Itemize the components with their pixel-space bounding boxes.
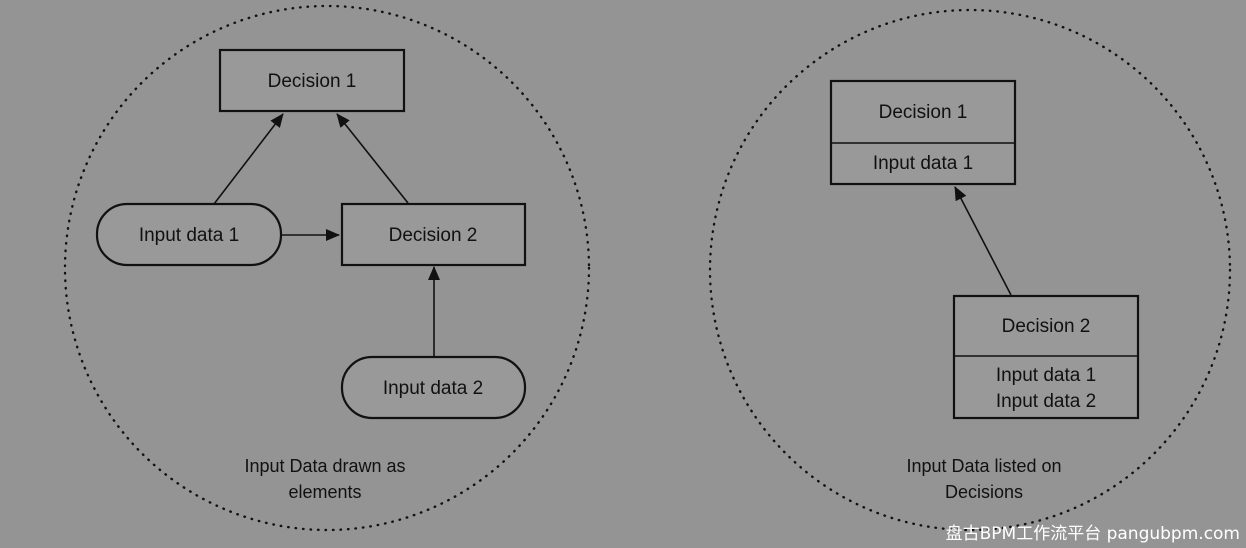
input-data-1-shape xyxy=(95,202,283,267)
edge-decision2-to-decision1-right xyxy=(954,186,1012,296)
watermark-text: 盘古BPM工作流平台 pangubpm.com xyxy=(945,524,1240,544)
decision-2-list-box xyxy=(952,294,1140,420)
decision-2-box xyxy=(340,202,527,267)
decision-2-input-item-1: Input data 1 xyxy=(996,365,1096,386)
decision-1-label: Decision 1 xyxy=(268,71,357,92)
decision-1-list-node[interactable]: Decision 1 Input data 1 xyxy=(829,79,1017,186)
right-dotted-region xyxy=(708,8,1232,532)
input-data-2-node[interactable]: Input data 2 xyxy=(340,355,527,420)
right-caption-line-2: Decisions xyxy=(945,482,1023,502)
input-data-2-shape xyxy=(340,355,527,420)
decision-1-input-item: Input data 1 xyxy=(873,153,973,174)
left-panel: Decision 1 Input data 1 Decision 2 Input… xyxy=(63,4,591,532)
decision-2-list-node[interactable]: Decision 2 Input data 1 Input data 2 xyxy=(952,294,1140,420)
decision-1-box xyxy=(218,48,406,113)
input-data-1-label: Input data 1 xyxy=(139,225,239,246)
left-caption-line-2: elements xyxy=(288,482,361,502)
left-dotted-region xyxy=(63,4,591,532)
right-panel: Decision 1 Input data 1 Decision 2 Input… xyxy=(708,8,1232,532)
decision-1-list-box xyxy=(829,79,1017,186)
left-caption-line-1: Input Data drawn as xyxy=(244,456,405,476)
edge-decision2-to-decision1 xyxy=(336,113,409,204)
input-data-1-node[interactable]: Input data 1 xyxy=(95,202,283,267)
edge-input1-to-decision1 xyxy=(213,113,284,205)
right-caption-line-1: Input Data listed on xyxy=(906,456,1061,476)
decision-2-list-title: Decision 2 xyxy=(1002,316,1091,337)
input-data-2-label: Input data 2 xyxy=(383,378,483,399)
decision-2-node[interactable]: Decision 2 xyxy=(340,202,527,267)
decision-1-list-title: Decision 1 xyxy=(879,102,968,123)
decision-2-label: Decision 2 xyxy=(389,225,478,246)
decision-1-node[interactable]: Decision 1 xyxy=(218,48,406,113)
decision-2-input-item-2: Input data 2 xyxy=(996,391,1096,412)
